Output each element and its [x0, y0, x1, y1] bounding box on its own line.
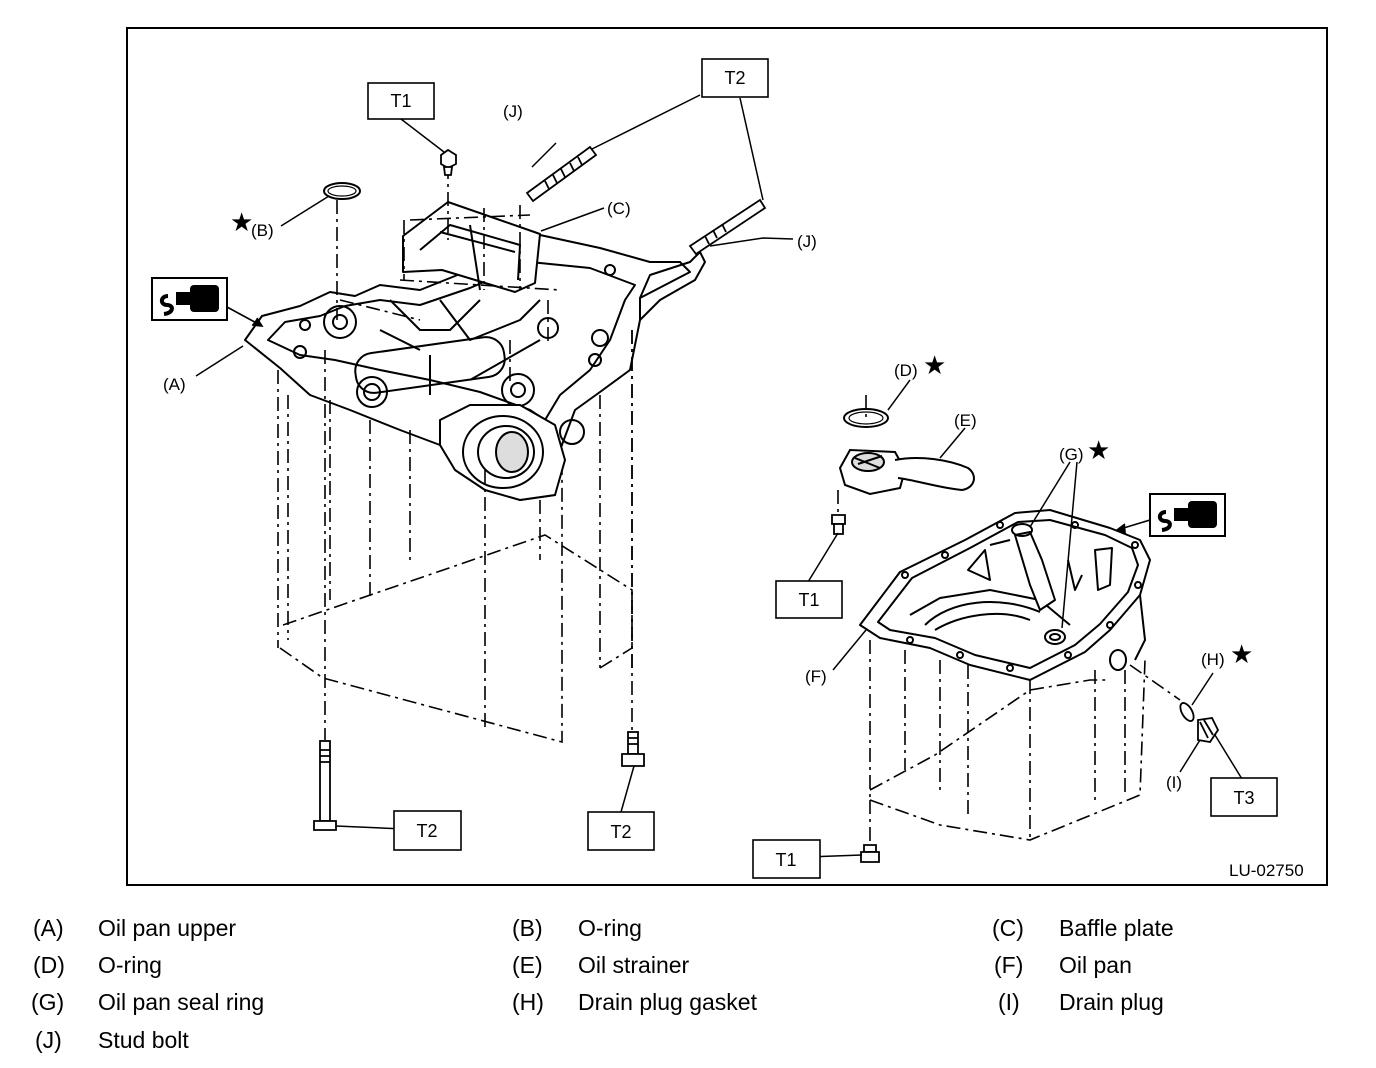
strainer-bolt-shape	[831, 514, 846, 535]
callout-h: (H)	[1201, 650, 1225, 669]
o-ring-b-shape	[323, 182, 361, 200]
callout-f: (F)	[805, 667, 827, 686]
pointer-arrows	[226, 306, 1151, 535]
torque-box-t1-top	[367, 82, 435, 120]
torque-label-t1-bottom: T1	[775, 850, 796, 870]
callout-c: (C)	[607, 199, 631, 218]
star-d: ★	[923, 350, 946, 380]
callout-j-right: (J)	[797, 232, 817, 251]
oil-pan-upper-hidden-lines	[277, 165, 633, 744]
torque-box-t1-strainer	[775, 580, 843, 619]
torque-label-t2-bottom-left: T2	[416, 821, 437, 841]
torque-label-t2-bottom-right: T2	[610, 822, 631, 842]
torque-box-t2-top	[701, 58, 769, 98]
figure-frame	[126, 27, 1328, 886]
leader-lines	[195, 94, 1243, 860]
short-bolt-t2-shape	[621, 731, 645, 767]
oil-pan-upper-drawing	[244, 201, 706, 501]
torque-label-t3: T3	[1233, 788, 1254, 808]
torque-label-t1-strainer: T1	[798, 590, 819, 610]
pan-bolt-t1-shape	[860, 844, 880, 863]
sealant-tube-icon	[1149, 493, 1226, 537]
stud-bolt-j-right-shape	[688, 198, 767, 256]
oil-strainer-shape	[838, 448, 975, 496]
torque-box-t1-bottom	[752, 839, 821, 879]
stud-bolt-j-top-shape	[525, 145, 598, 203]
oil-pan-hidden-lines	[837, 395, 1181, 850]
callout-a: (A)	[163, 375, 186, 394]
long-bolt-t2-shape	[313, 740, 337, 831]
callout-j-top: (J)	[503, 102, 523, 121]
star-b: ★	[230, 207, 253, 237]
sealant-tube-icon	[151, 277, 228, 321]
star-h: ★	[1230, 639, 1253, 669]
callout-i: (I)	[1166, 773, 1182, 792]
callout-d: (D)	[894, 361, 918, 380]
torque-box-t2-bottom-right	[587, 811, 655, 851]
o-ring-d-shape	[843, 408, 889, 428]
bolt-t1-top-shape	[440, 148, 457, 176]
callout-e: (E)	[954, 411, 977, 430]
torque-box-t2-bottom-left	[393, 810, 462, 851]
callout-b: (B)	[251, 221, 274, 240]
drain-plug-shape	[1197, 717, 1220, 743]
oil-pan-drawing	[859, 509, 1151, 681]
star-g: ★	[1087, 435, 1110, 465]
torque-label-t2-top: T2	[724, 68, 745, 88]
figure-id: LU-02750	[1229, 861, 1304, 880]
torque-label-t1-top: T1	[390, 91, 411, 111]
drain-gasket-shape	[1179, 702, 1195, 722]
callout-g: (G)	[1059, 445, 1084, 464]
torque-box-t3	[1210, 777, 1278, 817]
